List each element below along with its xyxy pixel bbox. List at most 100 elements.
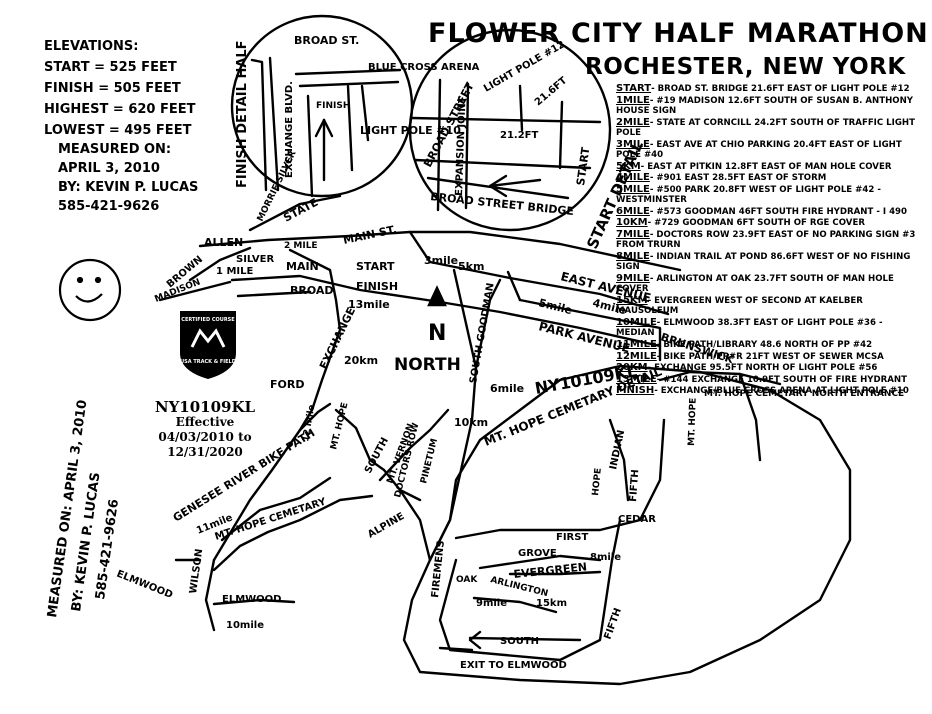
silver-label: SILVER [236, 254, 274, 265]
km-20-mark: 20km [344, 354, 378, 367]
elevation-start: START = 525 FEET [44, 60, 177, 75]
dist-216-label: 21.6FT [533, 75, 570, 108]
first-label: FIRST [556, 532, 588, 543]
mile-1-mark: 1 MILE [216, 266, 253, 277]
split-item: 9MILE- ARLINGTON AT OAK 23.7FT SOUTH OF … [616, 272, 894, 295]
split-item: 8MILE- INDIAN TRAIL AT POND 86.6FT WEST … [616, 250, 911, 273]
elevation-highest: HIGHEST = 620 FEET [44, 102, 196, 117]
page-title: FLOWER CITY HALF MARATHON [428, 18, 929, 49]
mile-8-mark: 8mile [590, 552, 621, 563]
start-mark: START [356, 260, 395, 273]
allen-label: ALLEN [204, 236, 243, 249]
south-goodman-label: SOUTH GOODMAN [468, 282, 497, 384]
oak-label: OAK [456, 575, 478, 585]
mt-hope-label: MT. HOPE [329, 402, 350, 451]
finish-detail-label: FINISH DETAIL HALF [235, 40, 250, 188]
badge-top-text: CERTIFIED COURSE [181, 317, 235, 323]
mile-5-mark: 5mile [537, 296, 573, 317]
measured-line-2: APRIL 3, 2010 [58, 161, 160, 176]
north-label: NORTH [394, 355, 461, 375]
cemetary-north-label: MT. HOPE CEMETARY NORTH ENTRANCE [704, 389, 904, 399]
mile-2-mark: 2 MILE [284, 241, 318, 251]
split-item: FINISH- EXCHANGE/BLUE CROSS ARENA AT LIG… [616, 385, 909, 397]
expansion-joint-label: EXPANSION JOINT [454, 96, 468, 196]
measured-line-1: MEASURED ON: [58, 142, 172, 157]
split-item: 11MILE- BIKE PATH/LIBRARY 48.6 NORTH OF … [616, 338, 873, 350]
elevation-lowest: LOWEST = 495 FEET [44, 123, 192, 138]
elevations-heading: ELEVATIONS: [44, 39, 139, 54]
split-item: 3MILE- EAST AVE AT CHIO PARKING 20.4FT E… [616, 138, 902, 160]
page-subtitle: ROCHESTER, NEW YORK [585, 54, 906, 80]
badge-dates: 04/03/2010 to [158, 430, 252, 444]
split-item: 1MILE- #19 MADISON 12.6FT SOUTH OF SUSAN… [616, 94, 913, 116]
n-label: N [428, 321, 446, 346]
split-item: 13MILE- #144 EXCHANGE 10.9FT SOUTH OF FI… [616, 373, 907, 385]
south-2-label: SOUTH [500, 636, 539, 647]
blue-cross-label: BLUE CROSS ARENA [368, 62, 480, 73]
mile-6-mark: 6mile [490, 382, 524, 395]
badge-effective: Effective [175, 415, 235, 429]
state-label: STATE [281, 196, 320, 225]
cedar-label: CEDAR [618, 514, 656, 525]
split-item: 10KM- #729 GOODMAN 6FT SOUTH OF RGE COVE… [616, 217, 865, 229]
badge-end: 12/31/2020 [167, 445, 243, 459]
cemetery-loop [402, 364, 852, 686]
usatf-shield-icon: CERTIFIED COURSE USA TRACK & FIELD [180, 311, 236, 379]
main-label: MAIN [286, 260, 319, 273]
exchange-blvd-label: EXCHANGE BLVD. [284, 81, 295, 178]
fifth-label: FIFTH [628, 469, 641, 502]
km-15-mark: 15km [536, 598, 567, 609]
split-list: START- BROAD ST. BRIDGE 21.6FT EAST OF L… [616, 83, 916, 398]
mile-10-mark: 10mile [226, 620, 264, 631]
elmwood-label: ELMWOOD [115, 569, 174, 601]
exit-elmwood-label: EXIT TO ELMWOOD [460, 660, 567, 671]
km-5-mark: 5km [458, 260, 484, 273]
dist-212-label: 21.2FT [500, 130, 539, 141]
start-circle-start-label: START [574, 146, 592, 186]
elevations-block: ELEVATIONS: START = 525 FEET FINISH = 50… [44, 36, 196, 141]
hope-label: HOPE [591, 467, 604, 496]
evergreen-label: EVERGREEN [513, 560, 588, 581]
pinetum-label: PINETUM [419, 438, 440, 485]
mile-9-mark: 9mile [476, 598, 507, 609]
finish-circle-finish-label: FINISH [316, 101, 350, 111]
split-item: 2MILE- STATE AT CORNCILL 24.2FT SOUTH OF… [616, 116, 915, 138]
split-item: 7MILE- DOCTORS ROW 23.9FT EAST OF NO PAR… [616, 228, 916, 251]
elevation-finish: FINISH = 505 FEET [44, 81, 181, 96]
smiley-icon [58, 258, 122, 322]
split-item: 5MILE- #500 PARK 20.8FT WEST OF LIGHT PO… [616, 183, 881, 206]
measured-block: MEASURED ON: APRIL 3, 2010 BY: KEVIN P. … [58, 140, 198, 216]
firemens-label: FIREMENS [430, 540, 447, 598]
finish-mark: FINISH [356, 280, 398, 293]
grove-label: GROVE [518, 548, 557, 559]
usatf-badge: CERTIFIED COURSE USA TRACK & FIELD [176, 305, 240, 381]
broad-label: BROAD [290, 284, 334, 297]
start-detail-circle [408, 28, 612, 232]
badge-code: NY10109KL [154, 398, 256, 416]
elmwood-2-label: ELMWOOD [222, 594, 282, 605]
mile-13-mark: 13mile [348, 298, 390, 311]
split-item: 20KM- EXCHANGE 95.5FT NORTH OF LIGHT POL… [616, 362, 878, 374]
measured-line-4: 585-421-9626 [58, 199, 160, 214]
measured-line-3: BY: KEVIN P. LUCAS [58, 180, 199, 195]
finish-broad-label: BROAD ST. [294, 34, 359, 47]
split-item: 6MILE- #573 GOODMAN 46FT SOUTH FIRE HYDR… [616, 205, 908, 217]
split-item: 10MILE- ELMWOOD 38.3FT EAST OF LIGHT POL… [616, 316, 883, 339]
mt-hope-2-label: MT. HOPE [687, 398, 699, 447]
alpine-label: ALPINE [366, 511, 407, 541]
split-item: START- BROAD ST. BRIDGE 21.6FT EAST OF L… [616, 83, 910, 94]
split-item: 15KM- EVERGREEN WEST OF SECOND AT KAELBE… [616, 294, 863, 317]
wilson-label: WILSON [188, 548, 205, 594]
split-item: 12MILE- BIKE PATH/PP#R 21FT WEST OF SEWE… [616, 350, 884, 362]
main-st-label: MAIN ST. [342, 223, 398, 247]
badge-caption: NY10109KL Effective 04/03/2010 to 12/31/… [130, 400, 280, 460]
fifth-2-label: FIFTH [602, 607, 623, 641]
badge-bottom-text: USA TRACK & FIELD [180, 359, 236, 365]
finish-light-pole-label: LIGHT POLE #10 [360, 124, 461, 137]
split-item: 4MILE- #901 EAST 28.5FT EAST OF STORM [616, 172, 827, 184]
north-arrow-icon [427, 285, 447, 307]
ford-label: FORD [270, 378, 304, 391]
km-10-mark: 10km [454, 416, 488, 429]
